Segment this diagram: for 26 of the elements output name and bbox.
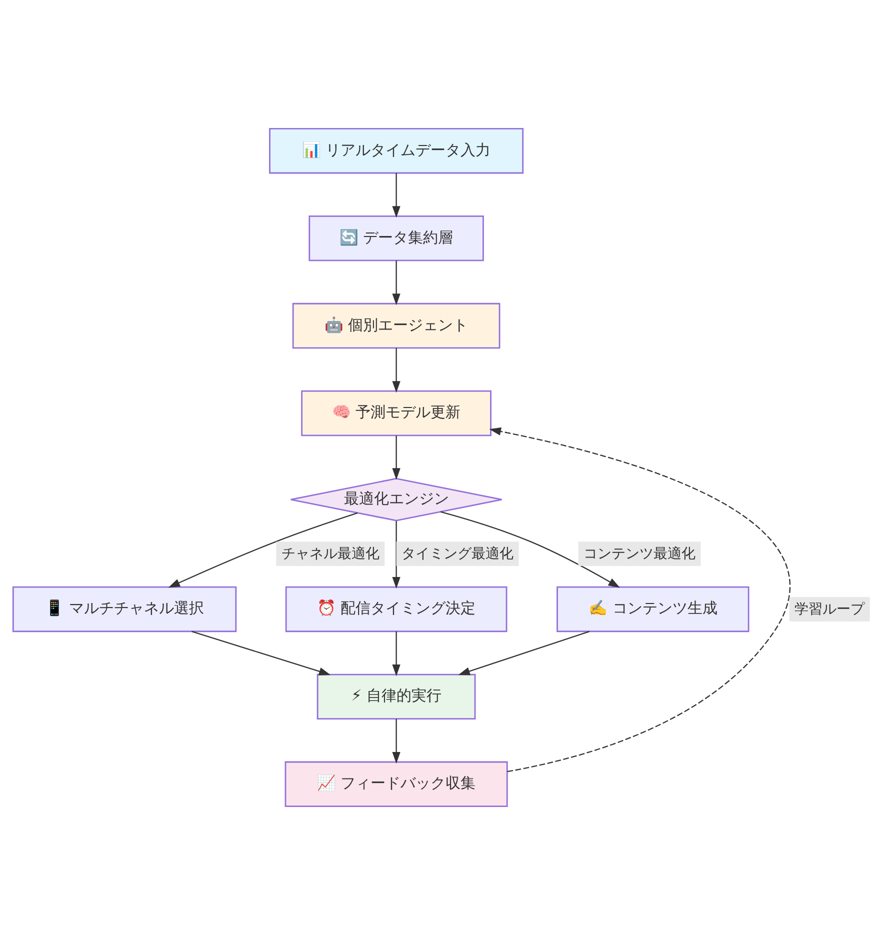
arrow bbox=[392, 630, 400, 676]
arrow bbox=[458, 630, 590, 675]
arrow bbox=[392, 260, 400, 305]
arrow bbox=[192, 630, 331, 675]
node-box: 📱 マルチチャネル選択 bbox=[12, 586, 237, 632]
arrow bbox=[392, 435, 400, 480]
edge-label: 学習ループ bbox=[794, 600, 865, 617]
arrow bbox=[489, 426, 790, 772]
node-box: ⚡ 自律的実行 bbox=[316, 673, 476, 720]
arrow bbox=[392, 718, 400, 764]
edge-label: チャネル最適化 bbox=[281, 546, 380, 562]
arrow bbox=[440, 510, 620, 588]
node-box: 📈 フィードバック収集 bbox=[284, 760, 508, 807]
node-box: ✍ コンテンツ生成 bbox=[556, 586, 750, 632]
node-box: 🧠 予測モデル更新 bbox=[301, 390, 492, 436]
node-diamond: 最適化エンジン bbox=[290, 477, 502, 521]
arrow bbox=[392, 348, 400, 392]
arrow bbox=[392, 172, 400, 218]
edge-label: コンテンツ最適化 bbox=[584, 546, 696, 562]
node-box: ⏰ 配信タイミング決定 bbox=[285, 586, 508, 632]
node-box: 🔄 データ集約層 bbox=[308, 214, 484, 261]
node-box: 🤖 個別エージェント bbox=[292, 302, 500, 348]
node-box: 📊 リアルタイムデータ入力 bbox=[269, 127, 524, 174]
arrow bbox=[168, 512, 358, 588]
arrow bbox=[392, 520, 400, 588]
edge-label: タイミング最適化 bbox=[402, 546, 514, 562]
